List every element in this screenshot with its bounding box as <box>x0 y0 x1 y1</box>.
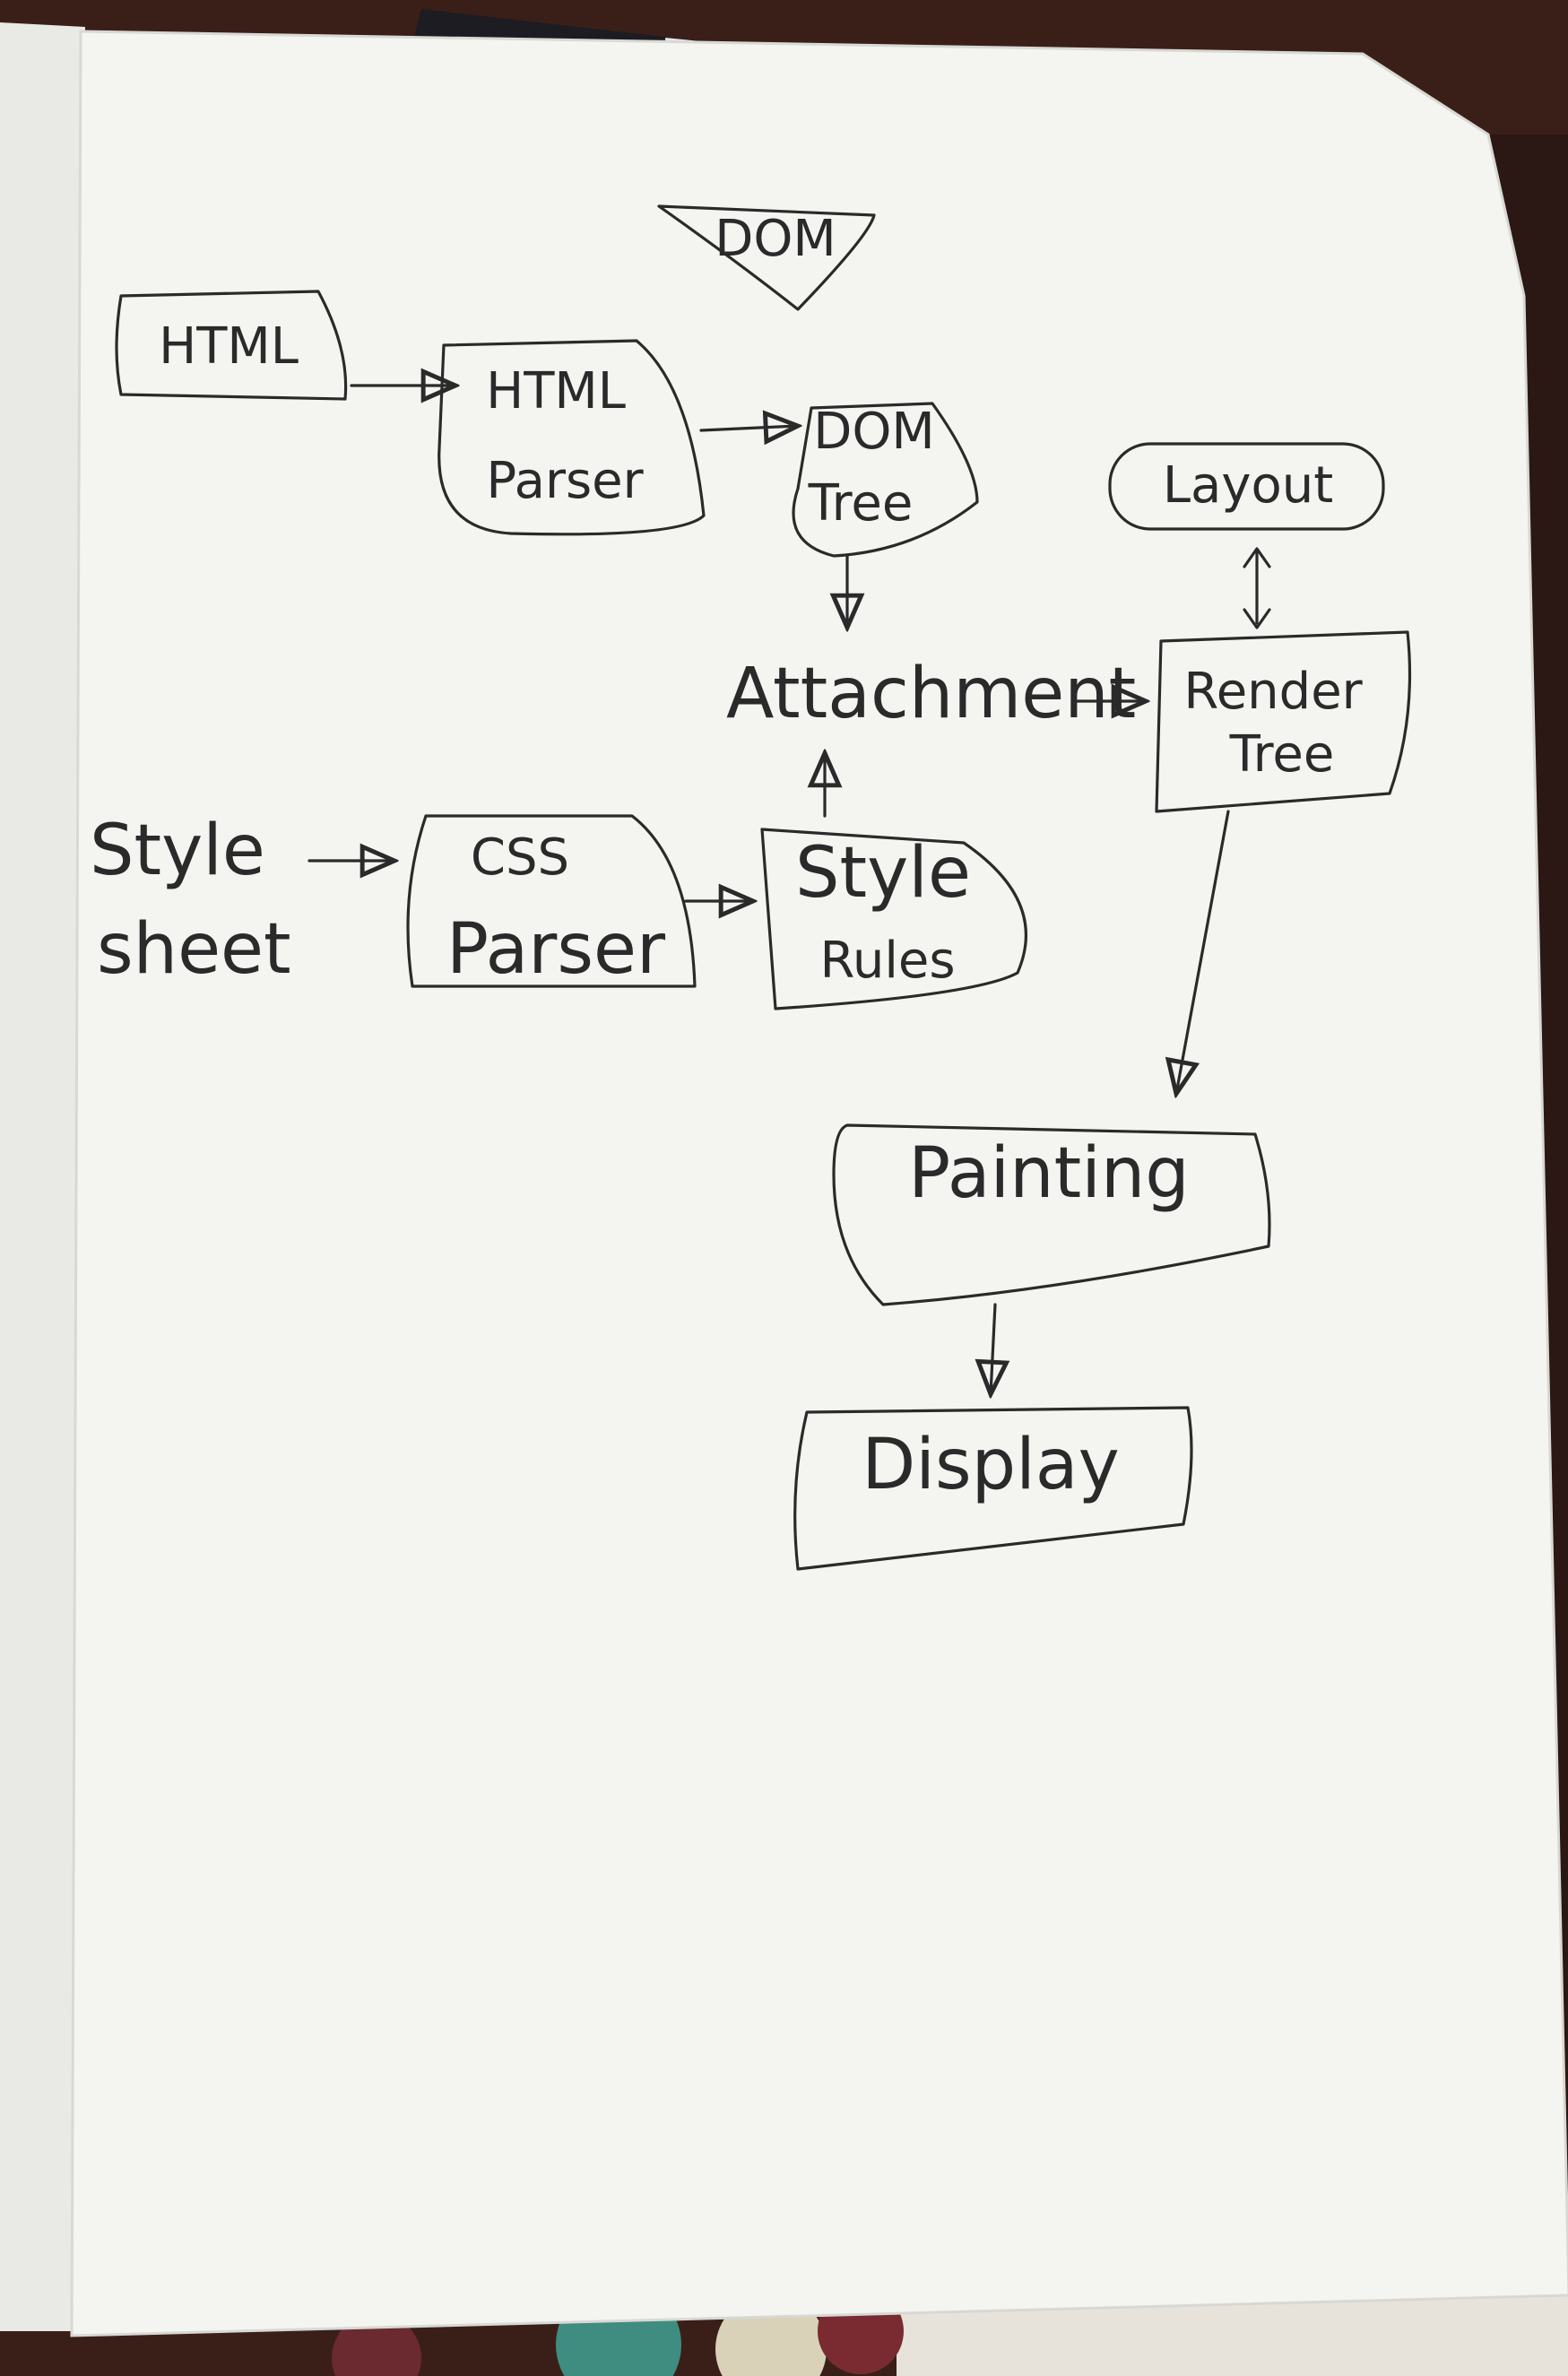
svg-text:HTML: HTML <box>486 362 626 421</box>
svg-text:Rules: Rules <box>819 932 955 990</box>
svg-text:Painting: Painting <box>908 1133 1190 1214</box>
html-parser-node: HTML Parser <box>437 339 706 536</box>
edge-render-to-painting <box>1176 810 1230 1094</box>
painting-node: Painting <box>832 1123 1271 1306</box>
css-parser-node: CSS Parser <box>406 814 697 990</box>
page <box>72 31 1568 2336</box>
svg-text:Parser: Parser <box>446 909 666 990</box>
left-page <box>0 22 85 2331</box>
svg-text:Style: Style <box>795 833 971 914</box>
attachment-node: Attachment <box>726 654 1136 734</box>
svg-text:Display: Display <box>862 1425 1120 1505</box>
style-sheet-node: Style sheet <box>90 811 291 990</box>
dom-label: DOM <box>657 204 876 311</box>
style-rules-node: Style Rules <box>760 828 1027 1010</box>
svg-text:DOM: DOM <box>715 210 836 268</box>
edge-painting-to-display <box>991 1303 995 1394</box>
svg-text:Render: Render <box>1183 663 1363 721</box>
svg-text:CSS: CSS <box>471 828 569 887</box>
svg-text:Layout: Layout <box>1163 456 1333 515</box>
svg-text:HTML: HTML <box>159 317 299 376</box>
display-node: Display <box>793 1406 1193 1571</box>
svg-text:Tree: Tree <box>808 474 914 533</box>
svg-text:Tree: Tree <box>1229 725 1335 784</box>
layout-node: Layout <box>1108 442 1385 531</box>
edge-layout-render <box>1243 547 1271 629</box>
html-node: HTML <box>115 290 348 401</box>
svg-text:DOM: DOM <box>813 403 935 461</box>
render-tree-node: Render Tree <box>1155 630 1412 813</box>
svg-text:Style: Style <box>90 811 265 891</box>
edge-parser-to-dom <box>699 426 798 430</box>
dom-tree-node: DOM Tree <box>792 402 979 558</box>
svg-text:sheet: sheet <box>97 909 291 990</box>
svg-text:Parser: Parser <box>486 452 644 510</box>
